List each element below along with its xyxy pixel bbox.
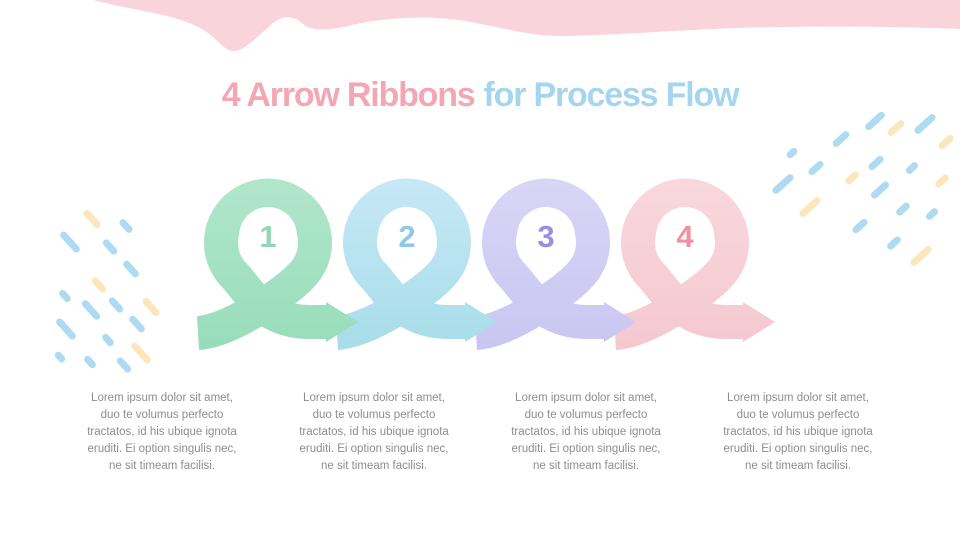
confetti-dash [896, 202, 910, 216]
ribbon-step-2: 2 [334, 178, 497, 350]
confetti-dash [868, 155, 884, 171]
confetti-dash [845, 171, 859, 185]
step-4-description: Lorem ipsum dolor sit amet, duo te volum… [723, 392, 873, 472]
confetti-dash [852, 218, 868, 234]
confetti-dash [914, 114, 936, 134]
pink-blob-decoration [93, 0, 960, 52]
confetti-dash [865, 111, 885, 131]
step-1-description: Lorem ipsum dolor sit amet, duo te volum… [87, 392, 237, 472]
confetti-dash [799, 197, 821, 217]
confetti-dash [129, 315, 145, 333]
ribbon-loop [195, 178, 332, 350]
confetti-dash [54, 351, 66, 363]
confetti-dash [83, 209, 101, 229]
ribbon-hole [378, 207, 436, 265]
confetti-dash [91, 277, 107, 293]
confetti-dash [808, 160, 824, 176]
confetti-cluster-right [772, 111, 954, 266]
confetti-dash [84, 355, 96, 369]
step-number: 2 [398, 219, 415, 254]
confetti-dash [119, 219, 133, 233]
step-3-description: Lorem ipsum dolor sit amet, duo te volum… [511, 392, 661, 472]
ribbon-hole-point [250, 258, 286, 277]
slide-title: 4 Arrow Ribbons for Process Flow [0, 76, 960, 114]
title-accent-text: 4 Arrow Ribbons [221, 76, 476, 114]
ribbon-hole [656, 207, 714, 265]
step-number: 1 [259, 219, 276, 254]
ribbon-hole-point [389, 258, 425, 277]
confetti-dash [772, 174, 794, 194]
ribbon-loop [612, 178, 749, 350]
confetti-dash [131, 342, 151, 364]
confetti-dash [108, 297, 124, 313]
step-number: 4 [676, 219, 694, 254]
confetti-dash [905, 162, 919, 174]
confetti-dash [910, 246, 932, 266]
ribbon-arrowhead [604, 302, 636, 342]
confetti-dash [56, 318, 76, 340]
confetti-dash [142, 297, 160, 317]
ribbon-loop [473, 178, 610, 350]
ribbon-hole-point [528, 258, 564, 277]
confetti-dash [870, 181, 890, 199]
step-number: 3 [537, 219, 554, 254]
confetti-dash [935, 174, 949, 188]
confetti-dash [887, 120, 905, 136]
confetti-dash [116, 357, 132, 373]
confetti-dash [938, 134, 954, 150]
ribbon-hole [239, 207, 297, 265]
ribbon-hole [517, 207, 575, 265]
ribbon-loop [334, 178, 471, 350]
confetti-cluster-left [54, 209, 160, 373]
ribbon-arrowhead [465, 302, 497, 342]
confetti-dash [59, 289, 71, 303]
ribbon-hole-point [667, 258, 703, 277]
confetti-dash [81, 300, 101, 320]
title-secondary-text: for Process Flow [483, 76, 740, 114]
confetti-dash [102, 239, 118, 255]
ribbon-arrowhead [743, 302, 775, 342]
confetti-dash [102, 333, 114, 347]
ribbon-step-3: 3 [473, 178, 636, 350]
confetti-dash [123, 260, 139, 278]
ribbon-step-4: 4 [612, 178, 775, 350]
confetti-dash [786, 147, 798, 159]
step-2-description: Lorem ipsum dolor sit amet, duo te volum… [299, 392, 449, 472]
confetti-dash [832, 131, 850, 147]
confetti-dash [60, 231, 80, 253]
confetti-dash [925, 208, 939, 220]
ribbon-step-1: 1 [195, 178, 358, 350]
confetti-dash [887, 236, 901, 250]
ribbon-arrowhead [326, 302, 358, 342]
